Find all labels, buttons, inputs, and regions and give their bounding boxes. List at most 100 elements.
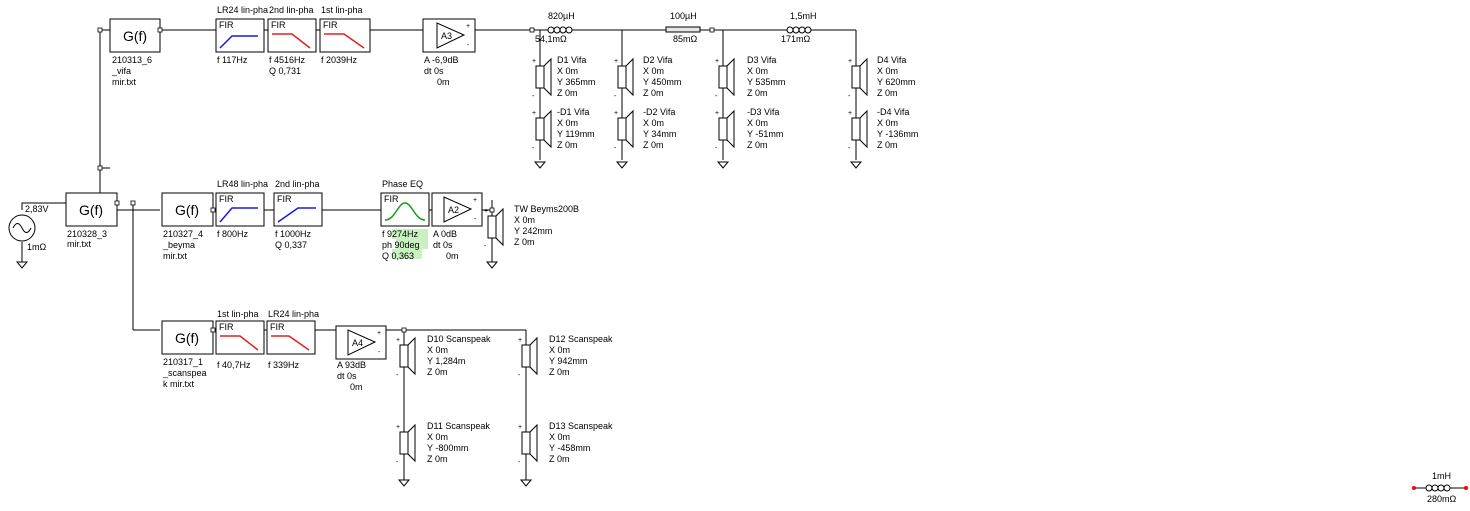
svg-text:Y 34mm: Y 34mm <box>643 129 676 139</box>
svg-text:TW Beyms200B: TW Beyms200B <box>514 204 579 214</box>
fir-freq: f 40,7Hz <box>217 360 251 370</box>
svg-text:Z 0m: Z 0m <box>427 367 448 377</box>
resistor-coil-icon <box>665 26 701 33</box>
svg-text:dt 0s: dt 0s <box>337 371 357 381</box>
source-resistance: 1mΩ <box>27 242 47 252</box>
svg-text:X 0m: X 0m <box>557 66 578 76</box>
peq-phase: ph 90deg <box>382 240 420 250</box>
fir-block-bot-2[interactable]: LR24 lin-pha FIR f 339Hz <box>266 309 319 370</box>
svg-text:Y 620mm: Y 620mm <box>877 77 915 87</box>
driver-tweeter[interactable]: TW Beyms200B X 0m Y 242mm Z 0m <box>483 204 579 251</box>
svg-text:-: - <box>467 42 470 49</box>
svg-text:Z 0m: Z 0m <box>747 88 768 98</box>
svg-text:X 0m: X 0m <box>643 66 664 76</box>
svg-text:FIR: FIR <box>219 194 234 204</box>
svg-text:Y 942mm: Y 942mm <box>549 356 587 366</box>
svg-text:A2: A2 <box>448 205 459 215</box>
inductor-l1[interactable]: 820µH 54,1mΩ <box>535 11 575 44</box>
amp-a2[interactable]: A2 + - A 0dB dt 0s 0m <box>431 192 483 261</box>
inductor-l3[interactable]: 1,5mH 171mΩ <box>781 11 817 44</box>
svg-text:Z 0m: Z 0m <box>877 88 898 98</box>
fir-block-top-2[interactable]: 2nd lin-pha FIR f 4516Hz Q 0,731 <box>267 5 317 76</box>
fir-block-top-3[interactable]: 1st lin-pha FIR f 2039Hz <box>319 5 371 65</box>
driver-d1[interactable]: D1 Vifa X 0m Y 365mm Z 0m <box>531 55 595 101</box>
lowpass-curve-icon <box>271 335 310 351</box>
node-dot <box>1464 486 1468 490</box>
inductor-l2[interactable]: 100µH 85mΩ <box>665 11 701 44</box>
svg-text:Y -136mm: Y -136mm <box>877 129 918 139</box>
svg-text:X 0m: X 0m <box>643 118 664 128</box>
ground-icon <box>534 161 546 169</box>
svg-text:X 0m: X 0m <box>427 432 448 442</box>
gblock-vifa[interactable]: G(f) 210313_6 _vifa mir.txt <box>109 18 161 87</box>
inductor-l4[interactable]: 1mH 280mΩ <box>1412 471 1468 504</box>
fir-block-mid-2[interactable]: 2nd lin-pha FIR f 1000Hz Q 0,337 <box>273 179 323 250</box>
svg-text:Y 365mm: Y 365mm <box>557 77 595 87</box>
svg-text:X 0m: X 0m <box>747 118 768 128</box>
speaker-icon <box>395 336 416 380</box>
svg-text:dt 0s: dt 0s <box>424 66 444 76</box>
speaker-icon <box>714 57 735 101</box>
fir-freq: f 4516Hz <box>269 55 306 65</box>
svg-text:+: + <box>466 23 470 30</box>
gblock-file: _scanspea <box>162 368 207 378</box>
svg-text:-D4 Vifa: -D4 Vifa <box>877 107 909 117</box>
node-dot <box>1412 486 1416 490</box>
fir-freq: f 2039Hz <box>321 55 358 65</box>
fir-title: 1st lin-pha <box>321 5 363 15</box>
svg-text:85mΩ: 85mΩ <box>673 34 698 44</box>
svg-text:54,1mΩ: 54,1mΩ <box>535 34 567 44</box>
driver-d10[interactable]: D10 Scanspeak X 0m Y 1,284m Z 0m <box>395 334 491 380</box>
svg-text:Z 0m: Z 0m <box>643 88 664 98</box>
speaker-icon <box>483 207 504 251</box>
wires <box>21 29 1466 489</box>
driver-d4-neg[interactable]: -D4 Vifa X 0m Y -136mm Z 0m <box>847 107 918 153</box>
gblock-file: k mir.txt <box>163 379 194 389</box>
svg-text:A3: A3 <box>441 31 452 41</box>
svg-text:Y 242mm: Y 242mm <box>514 226 552 236</box>
driver-d3-neg[interactable]: -D3 Vifa X 0m Y -51mm Z 0m <box>714 107 783 153</box>
speaker-icon <box>395 423 416 467</box>
gblock-file: 210328_3 <box>67 229 107 239</box>
amp-a4[interactable]: A4 + - A 93dB dt 0s 0m <box>335 325 387 392</box>
fir-block-bot-1[interactable]: 1st lin-pha FIR f 40,7Hz <box>215 309 265 370</box>
speaker-icon <box>517 423 538 467</box>
gblock-scanspeak[interactable]: G(f) 210317_1 _scanspea k mir.txt <box>161 320 214 389</box>
amp-a3[interactable]: A3 + - A -6,9dB dt 0s 0m <box>422 18 476 87</box>
svg-text:D12 Scanspeak: D12 Scanspeak <box>549 334 613 344</box>
driver-d2-neg[interactable]: -D2 Vifa X 0m Y 34mm Z 0m <box>613 107 676 153</box>
lowpass-curve-icon <box>324 33 365 49</box>
driver-d12[interactable]: D12 Scanspeak X 0m Y 942mm Z 0m <box>517 334 613 380</box>
gblock-beyma[interactable]: G(f) 210327_4 _beyma mir.txt <box>161 192 214 261</box>
svg-text:A 0dB: A 0dB <box>433 229 457 239</box>
svg-text:280mΩ: 280mΩ <box>1427 494 1457 504</box>
svg-text:Y 450mm: Y 450mm <box>643 77 681 87</box>
inductor-icon <box>1425 484 1451 492</box>
fir-block-mid-1[interactable]: LR48 lin-pha FIR f 800Hz <box>215 179 268 239</box>
fir-q: Q 0,731 <box>269 66 301 76</box>
gblock-main[interactable]: G(f) 210328_3 mir.txt <box>65 192 118 249</box>
driver-d2[interactable]: D2 Vifa X 0m Y 450mm Z 0m <box>613 55 681 101</box>
fir-block-top-1[interactable]: LR24 lin-pha FIR f 117Hz <box>215 5 268 65</box>
gblock-file: mir.txt <box>112 77 136 87</box>
svg-text:D13 Scanspeak: D13 Scanspeak <box>549 421 613 431</box>
junction-nodes <box>97 27 715 333</box>
svg-text:X 0m: X 0m <box>557 118 578 128</box>
speaker-icon <box>847 109 868 153</box>
phase-eq-block[interactable]: Phase EQ FIR f 9274Hz ph 90deg Q 0,363 <box>380 179 430 261</box>
ground-icon <box>520 479 532 487</box>
svg-text:D2 Vifa: D2 Vifa <box>643 55 672 65</box>
driver-d1-neg[interactable]: -D1 Vifa X 0m Y 119mm Z 0m <box>531 107 595 153</box>
driver-d3[interactable]: D3 Vifa X 0m Y 535mm Z 0m <box>714 55 785 101</box>
driver-d11[interactable]: D11 Scanspeak X 0m Y -800mm Z 0m <box>395 421 490 467</box>
svg-text:-D3 Vifa: -D3 Vifa <box>747 107 779 117</box>
inductor-icon <box>786 26 812 34</box>
driver-d13[interactable]: D13 Scanspeak X 0m Y -458mm Z 0m <box>517 421 613 467</box>
svg-text:D11 Scanspeak: D11 Scanspeak <box>427 421 490 431</box>
svg-text:Z 0m: Z 0m <box>643 140 664 150</box>
svg-text:Z 0m: Z 0m <box>514 237 535 247</box>
voltage-source[interactable]: 2,83V 1mΩ <box>8 204 49 269</box>
svg-text:A -6,9dB: A -6,9dB <box>424 55 459 65</box>
ground-icon <box>398 479 410 487</box>
driver-d4[interactable]: D4 Vifa X 0m Y 620mm Z 0m <box>847 55 915 101</box>
